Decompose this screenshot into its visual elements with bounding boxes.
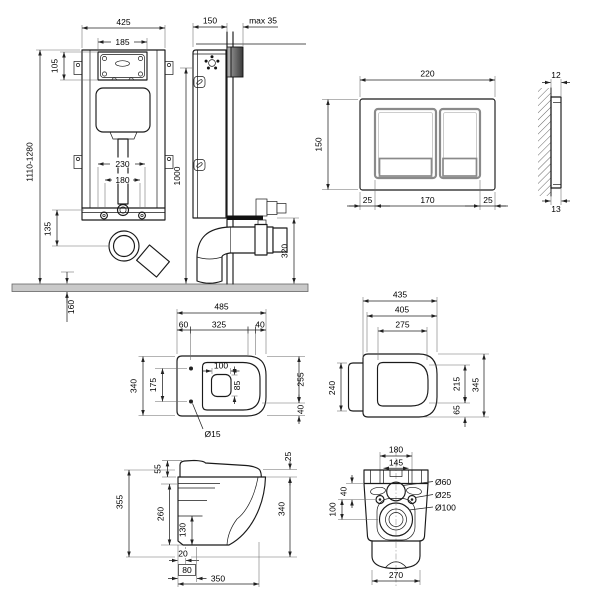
dim-hole-diameter: Ø15: [205, 429, 221, 439]
dim-back-270: 270: [389, 570, 403, 580]
dim-lid-65: 65: [452, 405, 462, 415]
flush-plate-front-view: 220 150 25 170 25: [314, 69, 508, 210]
dim-frame-height-range: 1110-1280: [25, 142, 35, 182]
dim-frame-depth: 150: [203, 16, 217, 26]
dim-side-55: 55: [153, 464, 163, 474]
fixing-slot-right: [406, 486, 422, 496]
dim-lid-215: 215: [452, 377, 462, 391]
dim-opening-width: 100: [214, 361, 228, 371]
dim-lid-345: 345: [471, 378, 481, 392]
dim-plate-width: 220: [420, 69, 434, 79]
dim-side-20: 20: [178, 549, 188, 559]
dim-dia-100: Ø100: [435, 503, 456, 513]
dim-plate-buttons-width: 170: [420, 195, 434, 205]
dim-side-80: 80: [182, 565, 192, 575]
dim-plate-height: 150: [314, 137, 324, 151]
flush-button-small: [438, 107, 482, 180]
dim-plate-thickness-top: 12: [551, 70, 561, 80]
dim-dia-60: Ø60: [435, 477, 451, 487]
dim-bolt-span-outer: 230: [115, 159, 129, 169]
fixing-slot-left: [370, 486, 386, 496]
dim-plate-margin-right: 25: [483, 195, 493, 205]
frame-side-view: 150 max 35 1000 320: [172, 16, 306, 285]
dim-bracket-width: 185: [115, 37, 129, 47]
flush-button-large: [373, 107, 438, 180]
bowl-side-view: 355 55 260 130 20 80 350 25 340: [115, 452, 297, 587]
dim-outlet-drop: 135: [43, 222, 53, 236]
fixing-tab-icon-bottom: [193, 159, 206, 171]
dim-back-100: 100: [328, 502, 338, 516]
dim-seg-325: 325: [212, 320, 226, 330]
dim-lid-405: 405: [395, 305, 409, 315]
dim-back-40: 40: [339, 487, 349, 497]
dim-bracket-height: 105: [50, 59, 60, 73]
dim-back-180: 180: [389, 445, 403, 455]
dim-bolt-span-inner: 180: [115, 175, 129, 185]
dim-right-40: 40: [296, 405, 306, 415]
flush-plate-side-block: [226, 46, 244, 78]
frame-front-view: 425 185 105 1110-1280 230 180 135 160: [25, 17, 174, 322]
dim-bowl-length: 485: [214, 302, 228, 312]
wall-hatch: [538, 88, 551, 196]
fixing-tab-icon-top: [193, 76, 206, 88]
cistern-tank: [95, 87, 151, 205]
dim-side-130: 130: [178, 523, 188, 537]
dim-frame-height: 1000: [172, 166, 182, 185]
mounting-hole-bottom: [189, 399, 193, 404]
mounting-hole-top: [189, 366, 193, 371]
bowl-top-view: 485 60 325 40 100 85 175 340 255 40 Ø15: [129, 302, 306, 440]
dim-side-260: 260: [156, 507, 166, 521]
dim-side-355: 355: [115, 495, 125, 509]
access-box: [97, 51, 148, 81]
dim-opening-depth: 85: [232, 381, 242, 391]
dim-frame-width: 425: [116, 17, 130, 27]
dim-side-350: 350: [211, 574, 225, 584]
dim-side-340: 340: [277, 502, 287, 516]
floor-line: [11, 283, 309, 292]
flush-plate-side-view: 12 13: [538, 70, 570, 214]
dim-bowl-width: 340: [129, 379, 139, 393]
inlet-hole: [386, 481, 406, 502]
dim-lid-275: 275: [395, 320, 409, 330]
dim-lid-length: 435: [393, 290, 407, 300]
outlet-hole: [378, 502, 414, 537]
dim-side-25: 25: [283, 452, 293, 462]
dim-right-255: 255: [296, 372, 306, 386]
dim-plate-margin-left: 25: [363, 195, 373, 205]
lid-top-view: 435 405 275 240 215 65 345: [327, 290, 489, 427]
dim-floor-clearance: 160: [66, 300, 76, 314]
dim-dia-25: Ø25: [435, 490, 451, 500]
adjustment-screw-icon: [204, 55, 220, 70]
dim-lid-width: 240: [327, 381, 337, 395]
dim-wall-max: max 35: [249, 16, 277, 26]
dim-seg-60: 60: [179, 320, 189, 330]
dim-back-145: 145: [389, 458, 403, 468]
dim-seg-40: 40: [255, 320, 265, 330]
dim-plate-thickness-bottom: 13: [551, 204, 561, 214]
dim-hole-span: 175: [148, 378, 158, 392]
bowl-back-view: Ø60 Ø25 Ø100 180 145 40 100 270: [328, 445, 456, 586]
seat-lid-profile: [179, 459, 262, 478]
drain-elbow: [196, 223, 288, 284]
bowl-profile: [177, 476, 267, 546]
outlet-elbow: [108, 230, 170, 278]
dim-outlet-height: 320: [280, 244, 290, 258]
